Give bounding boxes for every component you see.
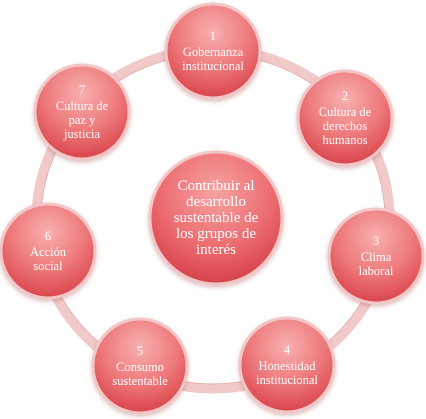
node-circle-4 — [238, 316, 336, 414]
node-circle-5 — [91, 317, 189, 415]
center-circle — [148, 150, 284, 286]
center-line-5: interés — [196, 242, 236, 258]
node-circle-3 — [327, 207, 425, 305]
node-circle-7 — [33, 63, 131, 161]
node-circle-1 — [164, 2, 262, 100]
center-line-3: sustentable de — [173, 210, 259, 226]
node-circle-6 — [0, 202, 97, 300]
center-line-4: los grupos de — [176, 226, 256, 242]
center-line-1: Contribuir al — [177, 178, 255, 194]
center-line-2: desarrollo — [186, 194, 246, 210]
center-label: Contribuir al desarrollo sustentable de … — [150, 152, 282, 284]
node-circle-2 — [296, 69, 394, 167]
